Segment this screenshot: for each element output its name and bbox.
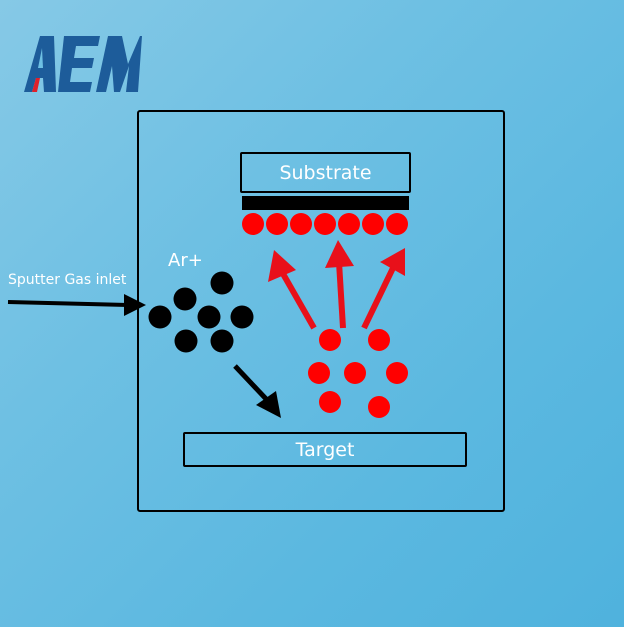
sputtered-atom <box>368 396 390 418</box>
deposited-atom <box>338 213 360 235</box>
sputtered-atom <box>386 362 408 384</box>
ejection-arrows <box>268 240 405 330</box>
aem-logo-glyphs <box>24 36 142 92</box>
argon-ion <box>230 305 254 329</box>
argon-ion <box>174 329 198 353</box>
argon-ion-label: Ar+ <box>168 250 203 271</box>
substrate-holder-plate <box>242 196 409 210</box>
argon-ion <box>197 305 221 329</box>
argon-ion <box>210 271 234 295</box>
argon-ion <box>210 329 234 353</box>
ion-bombardment-arrow <box>233 364 281 418</box>
gas-inlet-arrow <box>7 294 146 316</box>
argon-ion <box>148 305 172 329</box>
gas-inlet-label: Sputter Gas inlet <box>8 272 127 288</box>
deposited-atom <box>386 213 408 235</box>
sputtered-atom <box>319 329 341 351</box>
target-box: Target <box>183 432 467 467</box>
substrate-label: Substrate <box>279 161 372 184</box>
ejection-arrow-right <box>361 248 405 330</box>
deposited-atom-layer <box>242 213 408 235</box>
deposited-atom <box>290 213 312 235</box>
substrate-box: Substrate <box>240 152 411 193</box>
deposited-atom <box>242 213 264 235</box>
sputtered-atom <box>308 362 330 384</box>
sputtered-atom <box>319 391 341 413</box>
sputtered-atom <box>368 329 390 351</box>
deposited-atom <box>314 213 336 235</box>
target-label: Target <box>295 438 355 461</box>
deposited-atom <box>266 213 288 235</box>
argon-ion-cluster <box>148 271 254 353</box>
deposited-atom <box>362 213 384 235</box>
sputtered-atom <box>344 362 366 384</box>
ejection-arrow-center <box>325 240 354 329</box>
ejection-arrow-left <box>268 250 317 330</box>
sputtered-atom-cluster <box>308 329 408 418</box>
aem-logo <box>24 36 142 92</box>
argon-ion <box>173 287 197 311</box>
vacuum-chamber <box>137 110 505 512</box>
